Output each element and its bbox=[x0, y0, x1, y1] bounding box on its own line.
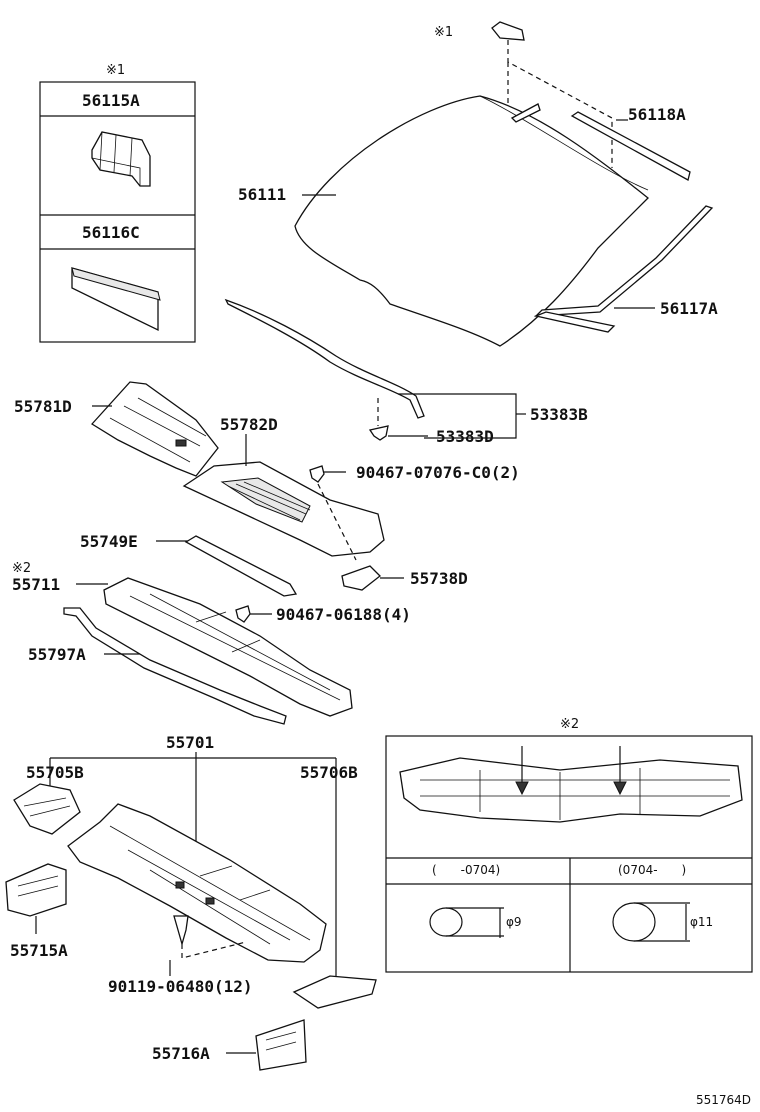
cowl-panel-55782D-drawing bbox=[182, 461, 385, 557]
inset-box-1 bbox=[39, 81, 196, 343]
cowl-inner-variant-drawing bbox=[399, 757, 743, 823]
note-mark-1-top: ※1 bbox=[434, 25, 453, 40]
part-label-55715A: 55715A bbox=[10, 941, 68, 960]
part-label-55705B: 55705B bbox=[26, 763, 84, 782]
clip-90467-06188-drawing bbox=[235, 605, 251, 623]
clip-53383D-drawing bbox=[368, 425, 389, 441]
part-label-55711: 55711 bbox=[12, 575, 60, 594]
inset-2-col-left-header: ( -0704) bbox=[432, 863, 500, 877]
seal-55749E-drawing bbox=[184, 535, 298, 597]
hole-size-right: φ11 bbox=[690, 915, 713, 929]
part-label-90119-06480: 90119-06480(12) bbox=[108, 977, 253, 996]
part-label-53383B: 53383B bbox=[530, 405, 588, 424]
part-label-55781D: 55781D bbox=[14, 397, 72, 416]
bracket-55715A-detail bbox=[17, 875, 59, 897]
arrow-head-left bbox=[515, 781, 529, 796]
mirror-base-56116C-drawing bbox=[71, 267, 161, 332]
weatherstrip-53383B-drawing bbox=[224, 298, 425, 419]
dash-panel-55701-drawing bbox=[67, 803, 327, 963]
arrow-head-right bbox=[613, 781, 627, 796]
seal-55797A-drawing bbox=[63, 607, 287, 725]
clip-90467-07076-drawing bbox=[309, 465, 325, 483]
hole-diagram-right bbox=[612, 902, 656, 942]
part-label-55782D: 55782D bbox=[220, 415, 278, 434]
bracket-55715A-drawing bbox=[5, 863, 67, 917]
hole-size-left: φ9 bbox=[506, 915, 522, 929]
leader-dash-90119 bbox=[181, 941, 247, 959]
hole-diagram-left bbox=[429, 907, 463, 937]
part-label-55716A: 55716A bbox=[152, 1044, 210, 1063]
cowl-inner-55711-drawing bbox=[103, 577, 353, 717]
bracket-55705B-drawing bbox=[13, 783, 81, 835]
part-label-55701: 55701 bbox=[166, 733, 214, 752]
bracket-55705B-detail bbox=[23, 797, 71, 817]
part-label-56116C: 56116C bbox=[82, 223, 140, 242]
clip-56115A-drawing bbox=[91, 131, 151, 187]
moulding-stub-drawing bbox=[510, 103, 541, 123]
moulding-56118A-drawing bbox=[570, 111, 691, 181]
moulding-56117A-drawing bbox=[534, 205, 714, 317]
part-label-56111: 56111 bbox=[238, 185, 286, 204]
bracket-55706B-drawing bbox=[292, 975, 377, 1009]
cowl-panel-55781D-drawing bbox=[90, 381, 219, 477]
diagram-id: 551764D bbox=[696, 1093, 751, 1107]
leader-dash-mirror bbox=[507, 40, 613, 168]
part-label-53383D: 53383D bbox=[436, 427, 494, 446]
bracket-55738D-drawing bbox=[341, 565, 381, 591]
moulding-56117A-lower bbox=[533, 311, 616, 333]
note-mark-2-inset: ※2 bbox=[560, 717, 579, 732]
inset-2-col-right-header: (0704- ) bbox=[618, 863, 686, 877]
leader-bracket-53383B bbox=[398, 393, 517, 439]
part-label-55797A: 55797A bbox=[28, 645, 86, 664]
note-mark-1-inset: ※1 bbox=[106, 63, 125, 78]
part-label-90467-06188: 90467-06188(4) bbox=[276, 605, 411, 624]
inset-box-2 bbox=[385, 735, 753, 973]
bracket-55716A-detail bbox=[265, 1031, 297, 1051]
windshield-glass-56111-drawing bbox=[294, 95, 649, 347]
note-mark-2-left: ※2 bbox=[12, 561, 31, 576]
part-label-56117A: 56117A bbox=[660, 299, 718, 318]
part-label-55706B: 55706B bbox=[300, 763, 358, 782]
part-label-55738D: 55738D bbox=[410, 569, 468, 588]
part-label-56115A: 56115A bbox=[82, 91, 140, 110]
mirror-base-small-drawing bbox=[491, 21, 525, 41]
part-label-90467-07076: 90467-07076-C0(2) bbox=[356, 463, 520, 482]
part-label-55749E: 55749E bbox=[80, 532, 138, 551]
part-label-56118A: 56118A bbox=[628, 105, 686, 124]
bolt-90119-06480-drawing bbox=[173, 915, 189, 947]
bracket-55716A-drawing bbox=[255, 1019, 307, 1071]
